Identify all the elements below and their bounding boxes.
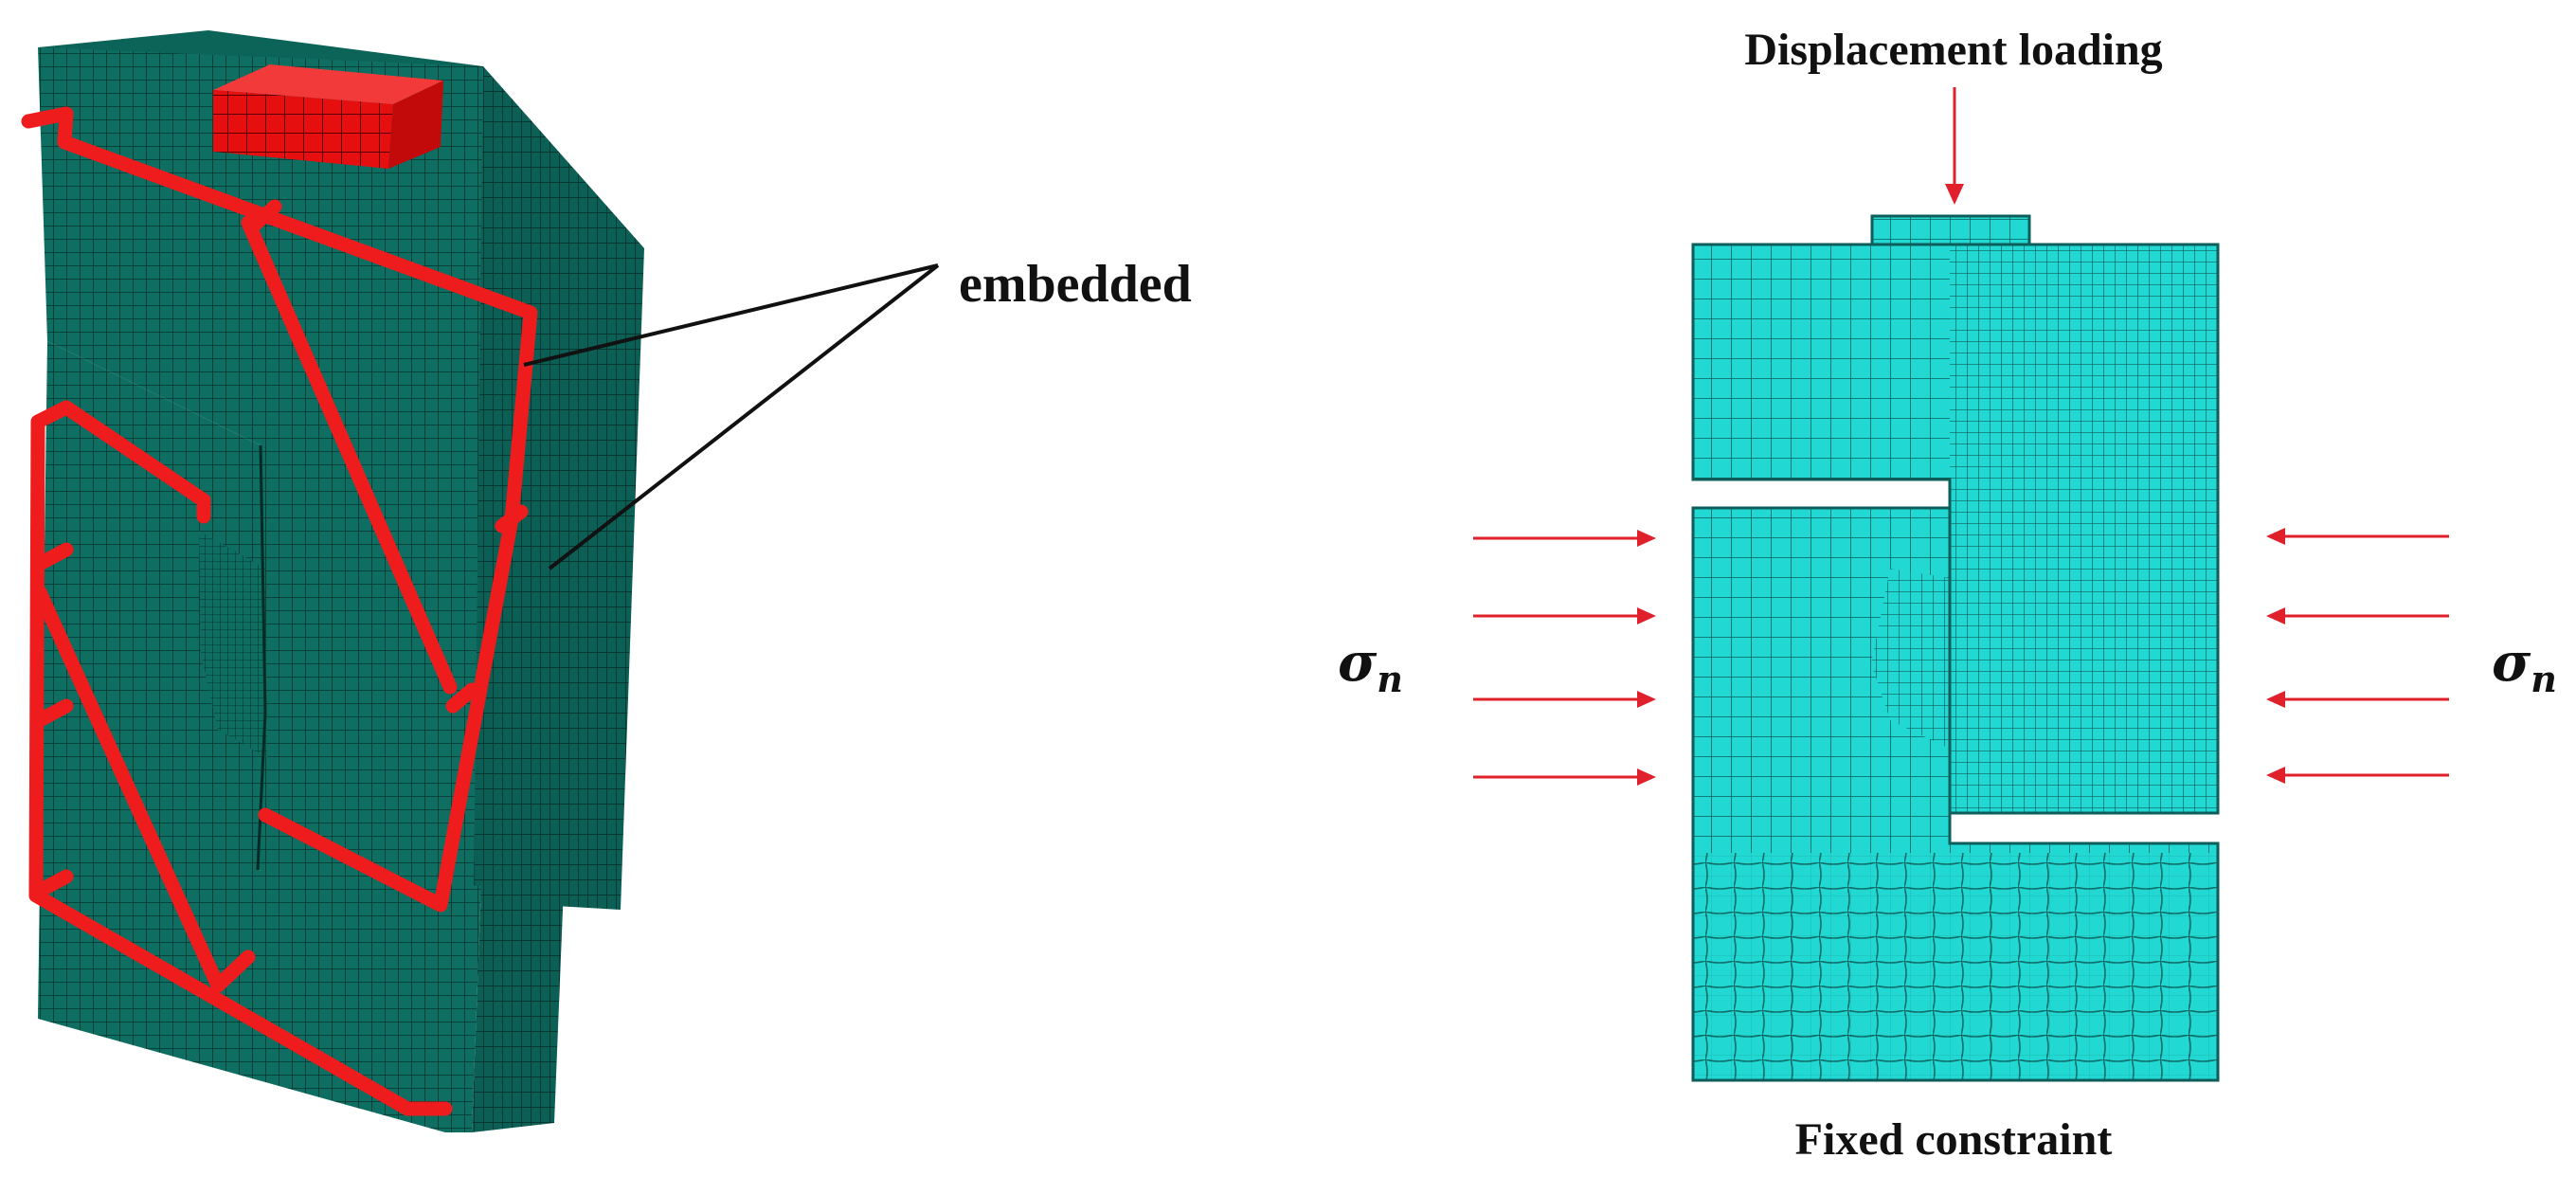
- displacement-arrow: [1945, 87, 1964, 205]
- right-2d-model: Displacement loading Fixed constraint: [1338, 25, 2557, 1165]
- lower-block-coarse-mesh: [1693, 853, 2218, 1080]
- sigma-left-symbol: σ: [1338, 631, 1378, 694]
- sigma-n-left-label: σn: [1338, 631, 1403, 700]
- displacement-loading-label: Displacement loading: [1744, 25, 2162, 75]
- upper-block-2d-left: [1693, 244, 1953, 479]
- sigma-right-subscript: n: [2531, 658, 2557, 700]
- sigma-right-symbol: σ: [2492, 631, 2531, 694]
- upper-block-2d-right: [1950, 244, 2218, 813]
- embedded-callout: embedded: [523, 255, 1192, 570]
- right-normal-stress-arrows: [2266, 528, 2449, 784]
- loading-plate-side: [388, 81, 443, 169]
- left-normal-stress-arrows: [1473, 530, 1656, 786]
- callout-line-upper: [523, 263, 939, 367]
- loading-plate-top: [213, 64, 443, 104]
- lower-block-2d-outline: [1691, 506, 2220, 1082]
- callout-line-lower: [548, 263, 940, 570]
- loading-plate-2d: [1870, 214, 2031, 246]
- shear-zone-2d-fine: [1871, 569, 1950, 749]
- embedded-label: embedded: [959, 255, 1192, 314]
- lower-block-side-face: [472, 886, 564, 1132]
- upper-block-side-face: [457, 66, 644, 910]
- left-3d-model: [21, 30, 644, 1132]
- rebar-cage: [21, 106, 538, 1116]
- fixed-constraint-label: Fixed constraint: [1795, 1114, 2113, 1165]
- sigma-left-subscript: n: [1377, 658, 1403, 700]
- shear-zone-fine-mesh: [199, 531, 267, 758]
- sigma-n-right-label: σn: [2492, 631, 2557, 700]
- loading-plate-front: [213, 90, 393, 169]
